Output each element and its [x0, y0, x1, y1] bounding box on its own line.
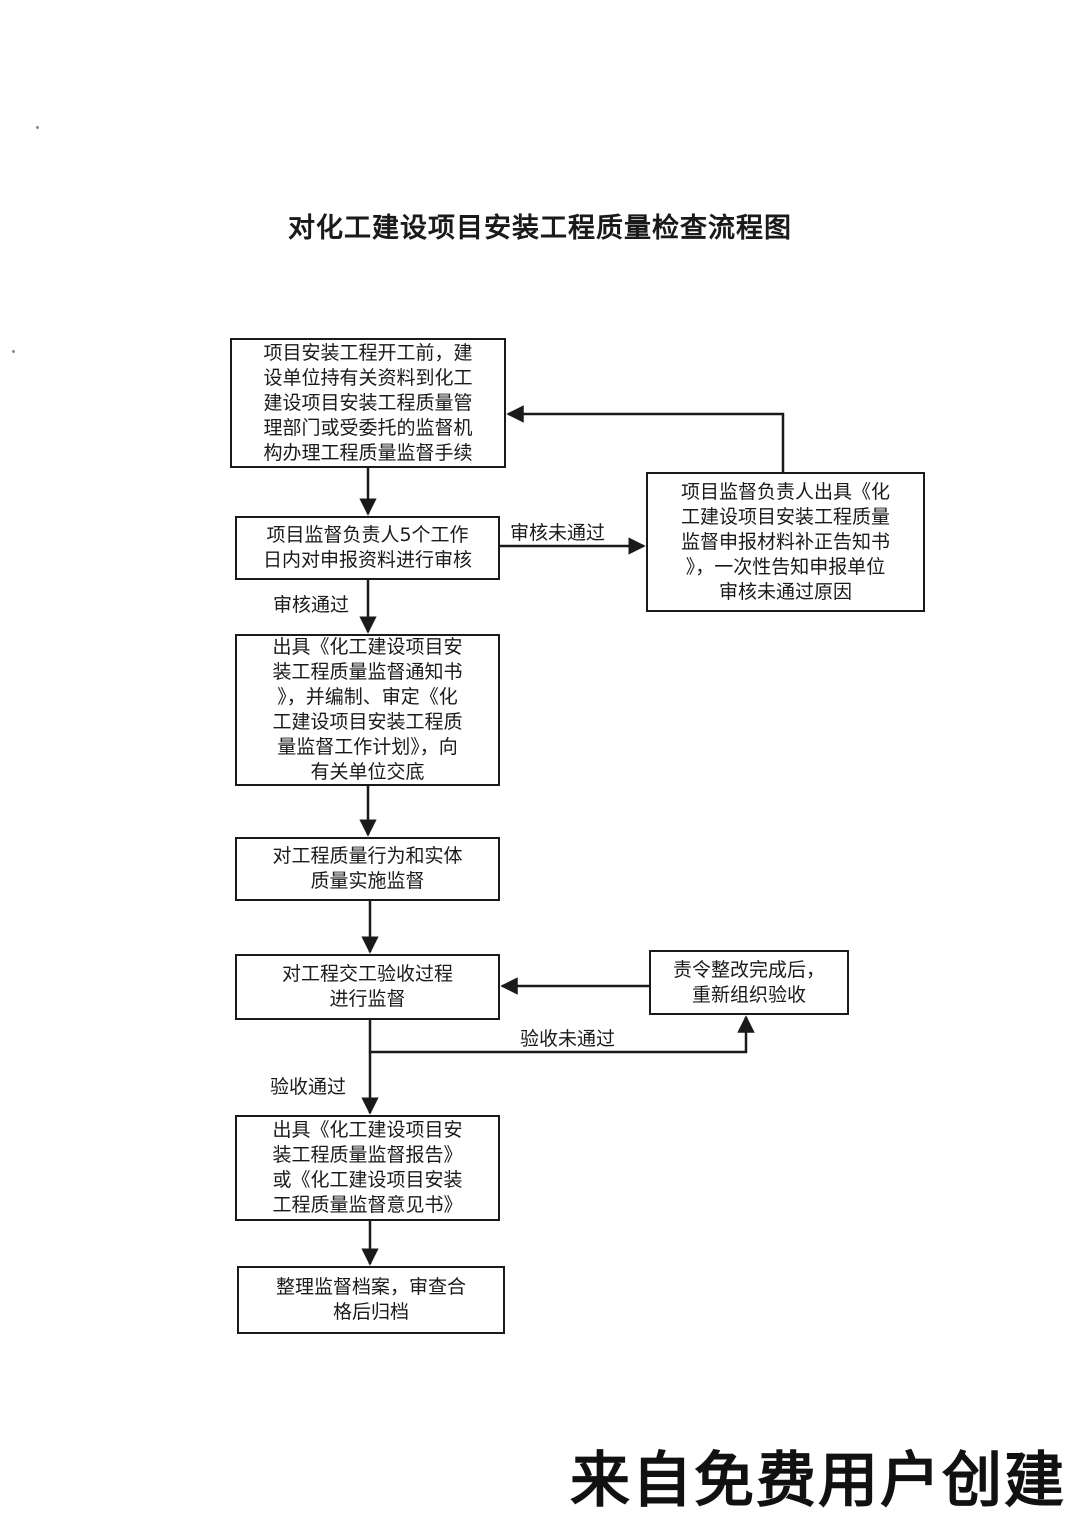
- step-rectify: 责令整改完成后， 重新组织验收: [649, 950, 849, 1015]
- step-supervise-acceptance: 对工程交工验收过程 进行监督: [235, 954, 500, 1020]
- label-review-fail: 审核未通过: [510, 522, 606, 544]
- arrow-reject-step1: [506, 405, 785, 472]
- arrow-step5-rectify: [368, 1015, 755, 1054]
- step-supervise-quality: 对工程质量行为和实体 质量实施监督: [235, 837, 500, 901]
- label-accept-pass: 验收通过: [270, 1076, 347, 1098]
- step-review-materials: 项目监督负责人5个工作 日内对申报资料进行审核: [235, 516, 500, 580]
- step-archive: 整理监督档案，审查合 格后归档: [237, 1266, 505, 1334]
- watermark-text: 来自免费用户创建: [570, 1446, 1066, 1516]
- diagram-title: 对化工建设项目安装工程质量检查流程图: [288, 213, 792, 244]
- step-start-registration: 项目安装工程开工前，建 设单位持有关资料到化工 建设项目安装工程质量管 理部门或…: [230, 338, 506, 468]
- step-issue-notice: 出具《化工建设项目安 装工程质量监督通知书 》，并编制、审定《化 工建设项目安装…: [235, 634, 500, 786]
- scan-speck: [12, 350, 15, 353]
- step-issue-report: 出具《化工建设项目安 装工程质量监督报告》 或《化工建设项目安装 工程质量监督意…: [235, 1115, 500, 1221]
- label-accept-fail: 验收未通过: [520, 1028, 616, 1050]
- scan-speck: [36, 126, 39, 129]
- label-review-pass: 审核通过: [273, 594, 350, 616]
- step-reject-notice: 项目监督负责人出具《化 工建设项目安装工程质量 监督申报材料补正告知书 》，一次…: [646, 472, 925, 612]
